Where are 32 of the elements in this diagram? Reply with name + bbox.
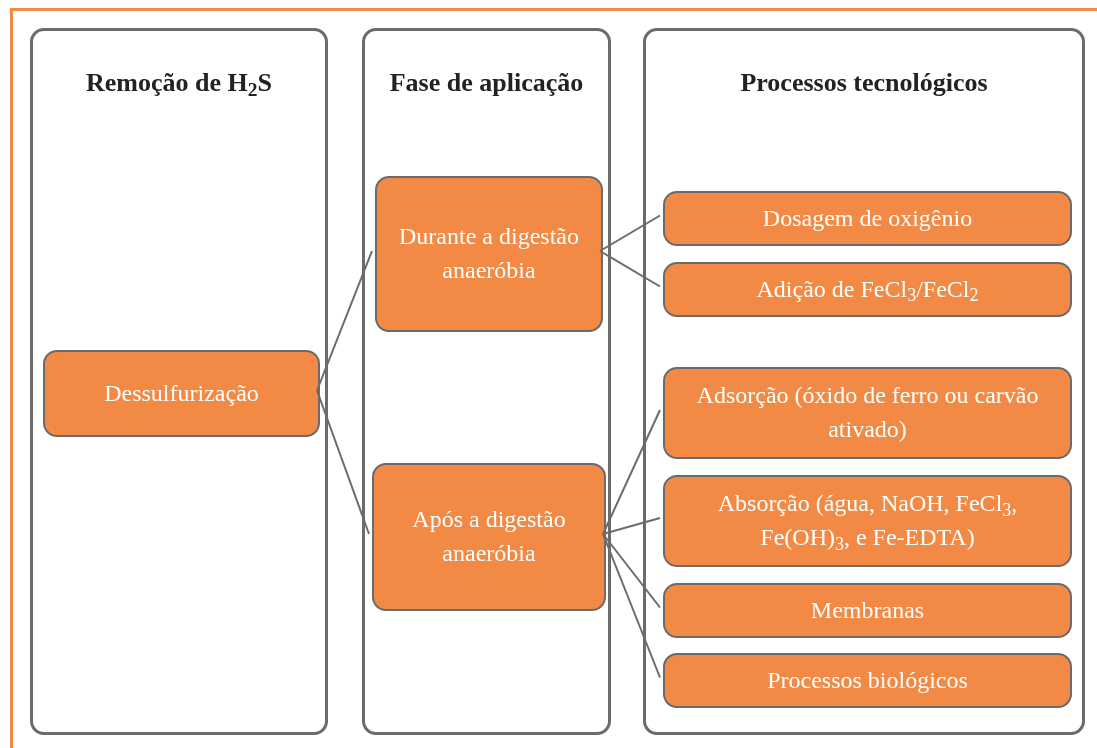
- box-label: Após a digestão anaeróbia: [411, 505, 567, 568]
- box-label: Processos biológicos: [767, 665, 968, 695]
- process-box: [372, 463, 606, 611]
- connector-line: [599, 214, 661, 252]
- process-box: [43, 350, 320, 437]
- column-heading: Processos tecnológicos: [739, 67, 989, 99]
- connector-line: [602, 409, 661, 535]
- column-heading: Fase de aplicação: [388, 67, 585, 99]
- box-label: Durante a digestão anaeróbia: [398, 222, 580, 285]
- connector-line: [316, 389, 370, 535]
- box-label: Membranas: [810, 595, 925, 625]
- box-label: Absorção (água, NaOH, FeCl$_{3}$, Fe(OH)$_{3}$, e Fe-EDTA): [716, 489, 1019, 555]
- process-box: [663, 367, 1072, 459]
- box-label: Dosagem de oxigênio: [762, 203, 973, 233]
- connector-line: [602, 533, 661, 609]
- box-label: Adsorção (óxido de ferro ou carvão ativado): [695, 381, 1040, 444]
- connector-line: [602, 533, 661, 679]
- process-box: [663, 653, 1072, 708]
- column-heading: Remoção de H$_{2}$S: [85, 67, 273, 100]
- column-panel: [362, 28, 611, 735]
- process-box: [663, 475, 1072, 567]
- process-box: [663, 262, 1072, 317]
- connector-line: [316, 250, 373, 392]
- process-box: [663, 191, 1072, 246]
- box-label: Dessulfurização: [104, 378, 259, 408]
- connector-line: [599, 250, 661, 288]
- connector-line: [602, 517, 661, 535]
- process-box: [375, 176, 603, 332]
- column-panel: [643, 28, 1085, 735]
- column-panel: [30, 28, 328, 735]
- box-label: Adição de FeCl$_{3}$/FeCl$_{2}$: [756, 274, 979, 307]
- process-box: [663, 583, 1072, 638]
